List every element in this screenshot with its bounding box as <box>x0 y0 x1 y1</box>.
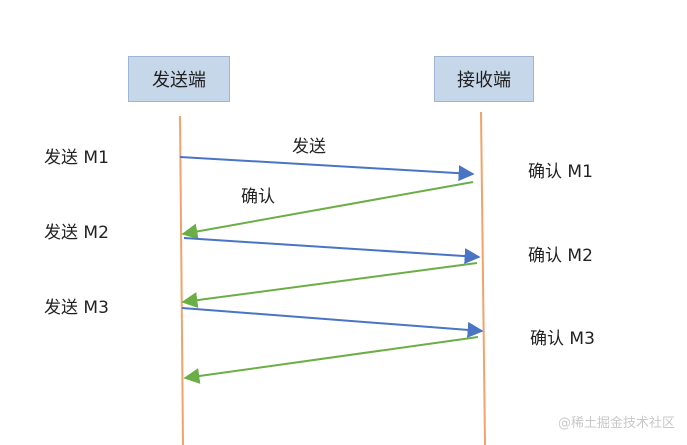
sender-box-label: 发送端 <box>152 70 206 91</box>
receiver-event-m2: 确认 M2 <box>528 246 593 266</box>
receiver-event-m1: 确认 M1 <box>528 162 593 182</box>
receiver-box-label: 接收端 <box>457 70 511 91</box>
sender-lifeline <box>179 115 184 445</box>
send-arrow-m1 <box>179 156 475 182</box>
sender-event-m3: 发送 M3 <box>44 298 109 318</box>
sender-box: 发送端 <box>128 56 230 102</box>
confirm-arrow-m1 <box>181 181 474 240</box>
send-arrow-m3 <box>181 307 484 338</box>
watermark: @稀土掘金技术社区 <box>557 416 675 431</box>
receiver-lifeline <box>480 111 486 445</box>
confirm-arrow-m2 <box>181 262 478 309</box>
confirm-arrow-m3 <box>183 336 479 384</box>
confirm-arrow-label: 确认 <box>241 187 275 207</box>
send-arrow-label: 发送 <box>292 137 326 157</box>
sender-event-m1: 发送 M1 <box>44 148 109 168</box>
receiver-event-m3: 确认 M3 <box>530 329 595 349</box>
sender-event-m2: 发送 M2 <box>44 223 109 243</box>
send-arrow-m2 <box>183 237 481 265</box>
receiver-box: 接收端 <box>434 56 534 102</box>
